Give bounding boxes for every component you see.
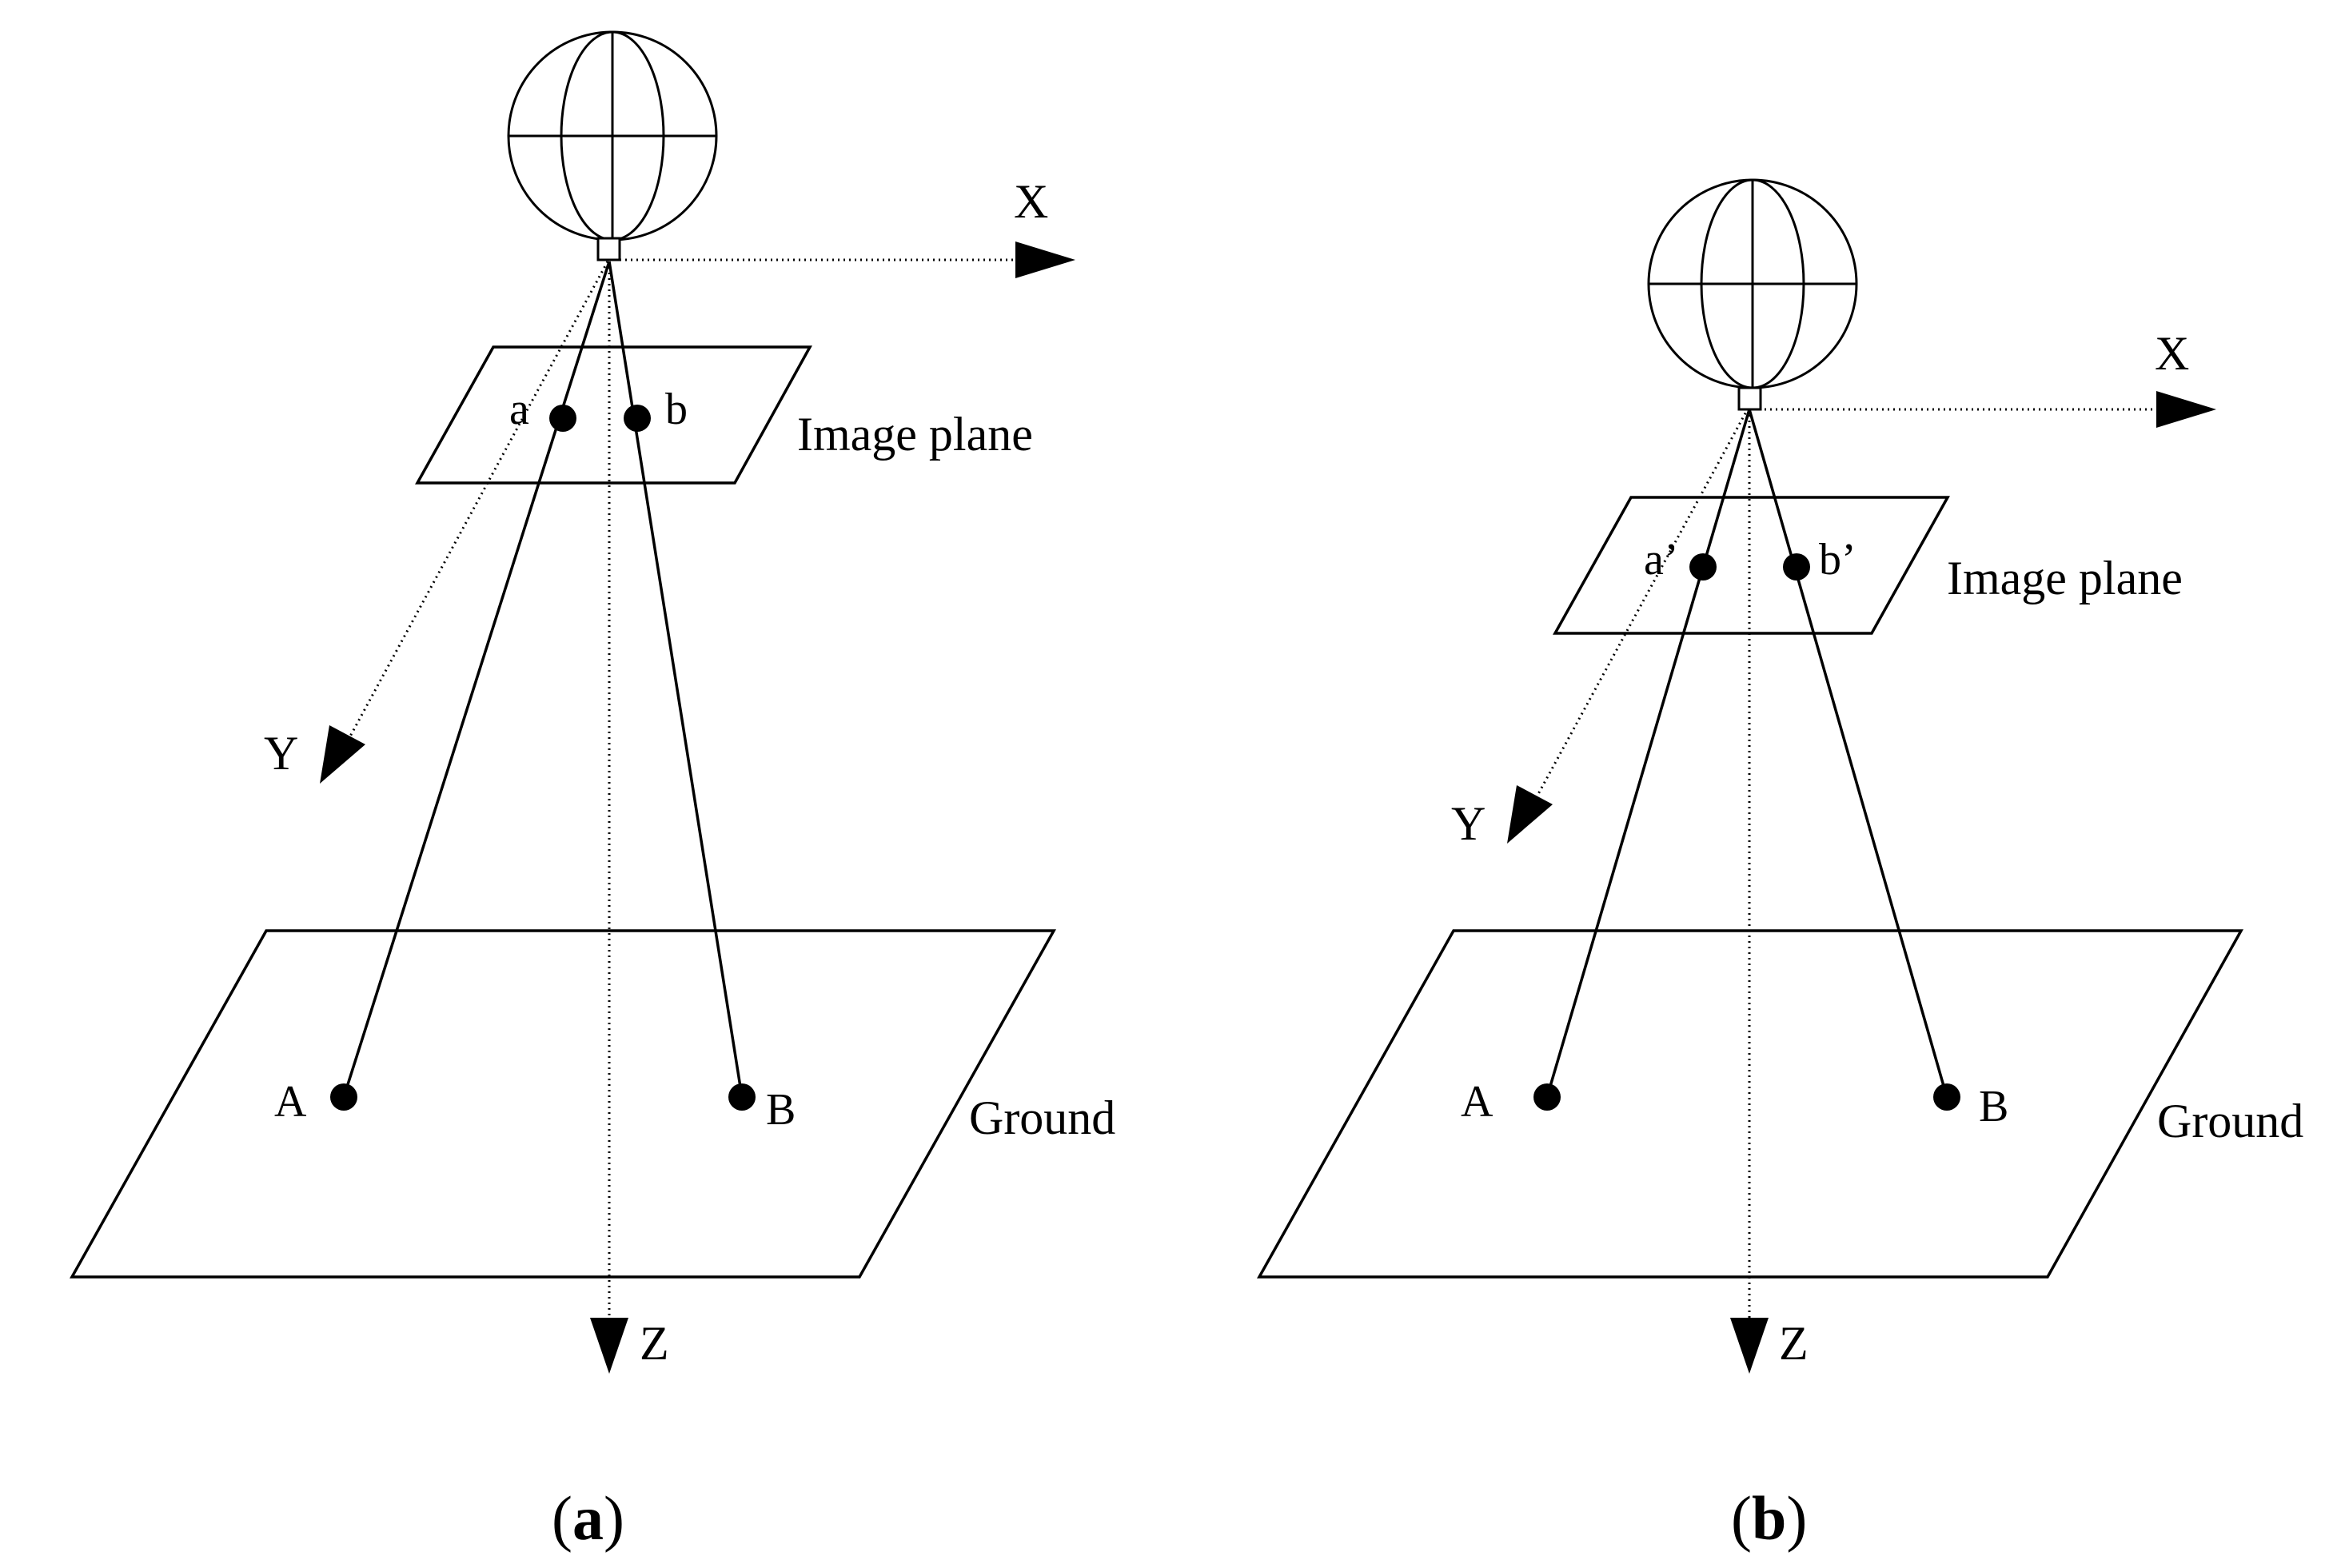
z-axis-label: Z bbox=[640, 1317, 669, 1370]
ray-to-B bbox=[608, 261, 744, 1098]
ground-point-B bbox=[1933, 1083, 1960, 1111]
ground-point-A bbox=[330, 1083, 357, 1111]
ground-point-A bbox=[1533, 1083, 1561, 1111]
image-point-b-prime bbox=[1783, 553, 1810, 581]
ground-label: Ground bbox=[2157, 1095, 2303, 1147]
panel-b: X Y Z a’ b’ A B Image plane Ground (b) bbox=[1257, 178, 2303, 1553]
ray-to-A bbox=[1545, 409, 1751, 1098]
ground-point-A-label: A bbox=[274, 1077, 307, 1127]
panel-a: X Y Z a b A B Image plane Ground (a) bbox=[70, 30, 1115, 1553]
image-plane-label: Image plane bbox=[797, 408, 1033, 461]
y-axis-arrowhead bbox=[1507, 785, 1553, 844]
ground-point-B bbox=[728, 1083, 756, 1111]
ground-plane bbox=[70, 929, 1056, 1279]
image-point-b-label: b bbox=[665, 385, 688, 434]
image-point-a-label: a bbox=[509, 385, 529, 434]
x-axis-arrowhead bbox=[1015, 241, 1075, 278]
z-axis-arrowhead bbox=[590, 1318, 628, 1374]
ground-point-A-label: A bbox=[1461, 1077, 1494, 1127]
z-axis-arrowhead bbox=[1730, 1318, 1769, 1374]
panel-caption-b: (b) bbox=[1731, 1483, 1807, 1553]
image-plane bbox=[415, 345, 812, 485]
ground-label: Ground bbox=[969, 1091, 1115, 1144]
ray-to-B bbox=[1748, 409, 1948, 1098]
y-axis-label: Y bbox=[1451, 797, 1486, 850]
ray-to-A bbox=[342, 261, 611, 1098]
globe-camera-icon bbox=[1647, 178, 1858, 411]
image-point-a bbox=[549, 405, 576, 432]
x-axis-label: X bbox=[1014, 175, 1048, 228]
ground-point-B-label: B bbox=[1979, 1082, 2008, 1131]
ground-plane bbox=[1257, 929, 2243, 1279]
image-point-b bbox=[624, 405, 651, 432]
panel-caption-a: (a) bbox=[552, 1483, 624, 1553]
image-point-b-prime-label: b’ bbox=[1819, 535, 1856, 585]
y-axis-label: Y bbox=[264, 727, 298, 780]
y-axis-arrowhead bbox=[320, 725, 365, 784]
ground-point-B-label: B bbox=[766, 1085, 796, 1135]
camera-center-box bbox=[1737, 386, 1762, 411]
globe-camera-icon bbox=[507, 30, 718, 261]
x-axis-arrowhead bbox=[2156, 391, 2216, 428]
image-point-a-prime-label: a’ bbox=[1644, 535, 1679, 585]
image-plane-label: Image plane bbox=[1947, 552, 2183, 604]
image-point-a-prime bbox=[1689, 553, 1717, 581]
y-axis-line bbox=[345, 261, 609, 744]
camera-center-box bbox=[596, 237, 621, 261]
x-axis-label: X bbox=[2155, 327, 2189, 380]
image-plane bbox=[1553, 496, 1950, 635]
z-axis-label: Z bbox=[1779, 1317, 1809, 1370]
